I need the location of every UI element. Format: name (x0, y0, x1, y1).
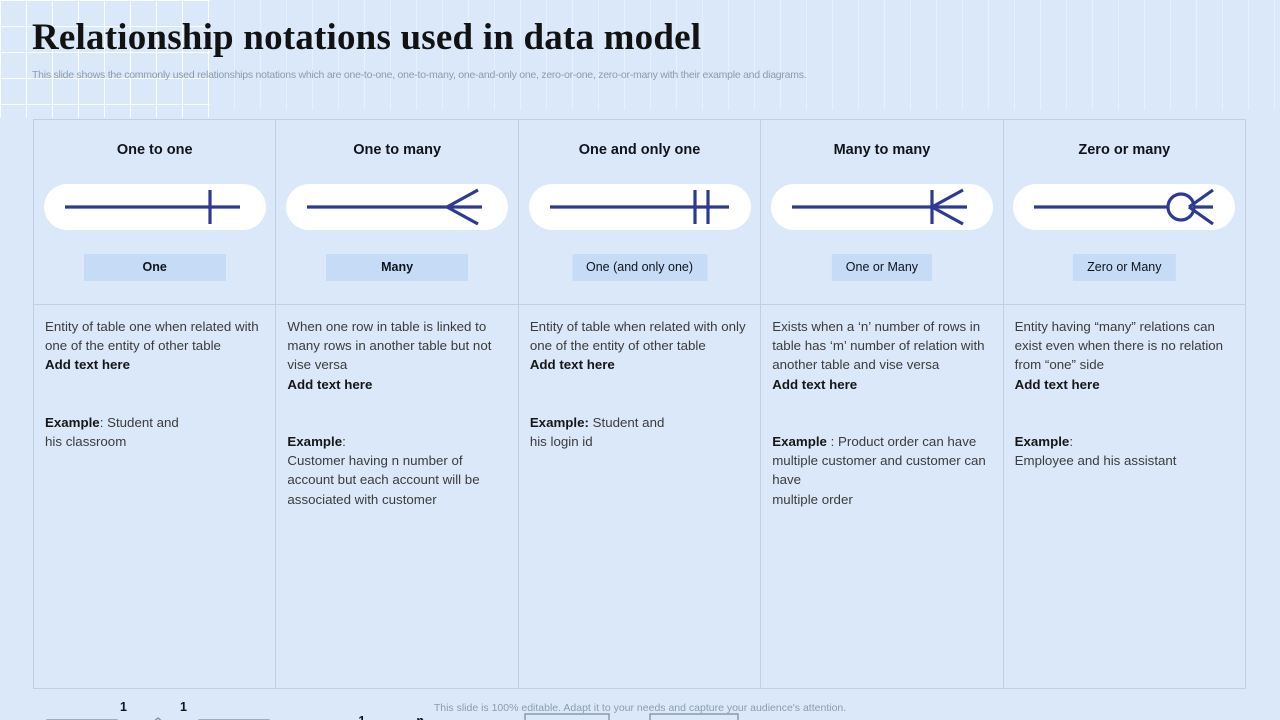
example-text: Student and his classroom (45, 414, 179, 450)
notation-chip: One (and only one) (572, 254, 708, 281)
column-title: One to one (116, 142, 193, 158)
column-body: When one row in table is linked to many … (276, 305, 517, 720)
notation-pill (1013, 184, 1236, 230)
column-add-text[interactable]: Add text here (45, 357, 130, 373)
column-description: Entity of table one when related with on… (45, 319, 259, 354)
column-title: Many to many (833, 142, 931, 158)
page-subtitle: This slide shows the commonly used relat… (32, 69, 807, 81)
column-body: Exists when a ‘n’ number of rows in tabl… (761, 305, 1002, 688)
column-title: One to many (353, 142, 442, 158)
column-description: When one row in table is linked to many … (287, 319, 492, 373)
page-title: Relationship notations used in data mode… (32, 17, 702, 58)
notation-table: One to one One Entity of table one when … (33, 119, 1246, 720)
column-example: Example: Student and his login id (530, 394, 750, 452)
column-body: Entity having “many” relations can exist… (1004, 305, 1245, 688)
column-description: Entity having “many” relations can exist… (1014, 319, 1224, 373)
notation-column-zero-or-many: Zero or many Zero or Many Entity having … (1003, 120, 1246, 688)
notation-column-many-to-many: Many to many One or Many Exists when a ‘… (761, 120, 1004, 688)
one-and-only-one-notation-icon (549, 190, 729, 224)
example-text: Employee and his assistant (1014, 453, 1177, 469)
notation-pill (528, 184, 751, 230)
notation-pill (286, 184, 509, 230)
er-entity-left: loginID (525, 714, 609, 720)
example-label: Example (772, 434, 827, 450)
example-separator: : (99, 414, 108, 430)
notation-chip: Many (326, 254, 469, 281)
column-header: One and only one One (and only one) (518, 120, 761, 305)
column-add-text[interactable]: Add text here (1014, 376, 1100, 392)
notation-column-one-to-many: One to many Many When one row in table i… (276, 120, 519, 720)
column-example: Example: Customer having n number of acc… (287, 413, 507, 509)
column-add-text[interactable]: Add text here (772, 376, 858, 392)
example-separator: : (1069, 434, 1074, 450)
er-diagram-one-and-only-one: loginID Student (519, 710, 760, 720)
example-label: Example: (529, 414, 589, 430)
er-diagram-one-to-one: Entity Entity 1 1 Relationship (34, 700, 275, 720)
column-body: Entity of table when related with only o… (519, 305, 760, 720)
notation-chip: One (83, 254, 226, 281)
example-separator: : (342, 434, 346, 450)
column-header: Many to many One or Many (761, 120, 1003, 305)
column-add-text[interactable]: Add text here (287, 376, 373, 392)
column-description: Exists when a ‘n’ number of rows in tabl… (772, 319, 985, 373)
column-example: Example: Employee and his assistant (1015, 413, 1235, 471)
column-header: One to one One (34, 120, 276, 305)
notation-chip: One or Many (831, 254, 933, 281)
notation-column-one-to-one: One to one One Entity of table one when … (34, 120, 277, 720)
one-to-many-notation-icon (307, 188, 483, 226)
example-text: Product order can have multiple customer… (772, 434, 986, 507)
notation-chip: Zero or Many (1073, 254, 1176, 281)
er-cardinality-right: n (416, 714, 424, 720)
example-text: Customer having n number of account but … (287, 453, 480, 507)
one-to-one-notation-icon (64, 190, 240, 224)
column-title: One and only one (578, 142, 701, 158)
column-header: One to many Many (276, 120, 518, 305)
column-add-text[interactable]: Add text here (529, 357, 615, 373)
column-example: Example : Product order can have multipl… (772, 413, 992, 509)
example-label: Example (45, 414, 100, 430)
er-cardinality-left: 1 (358, 714, 365, 720)
notation-pill (43, 184, 266, 230)
one-or-many-notation-icon (791, 188, 967, 226)
notation-column-one-and-only-one: One and only one One (and only one) Enti… (518, 120, 762, 720)
column-description: Entity of table when related with only o… (529, 319, 746, 354)
er-cardinality-right: 1 (180, 700, 187, 714)
example-label: Example (1014, 434, 1070, 450)
footer-note: This slide is 100% editable. Adapt it to… (433, 702, 847, 714)
column-title: Zero or many (1078, 142, 1171, 158)
example-separator: : (826, 434, 839, 450)
column-example: Example: Student and his classroom (45, 394, 265, 452)
example-label: Example (287, 434, 343, 450)
column-header: Zero or many Zero or Many (1003, 120, 1246, 305)
er-entity-right: Student (650, 714, 738, 720)
notation-pill (770, 184, 993, 230)
example-text: Student and his login id (529, 414, 665, 450)
er-cardinality-left: 1 (120, 700, 127, 714)
zero-or-many-notation-icon (1034, 188, 1215, 226)
column-body: Entity of table one when related with on… (34, 305, 275, 720)
